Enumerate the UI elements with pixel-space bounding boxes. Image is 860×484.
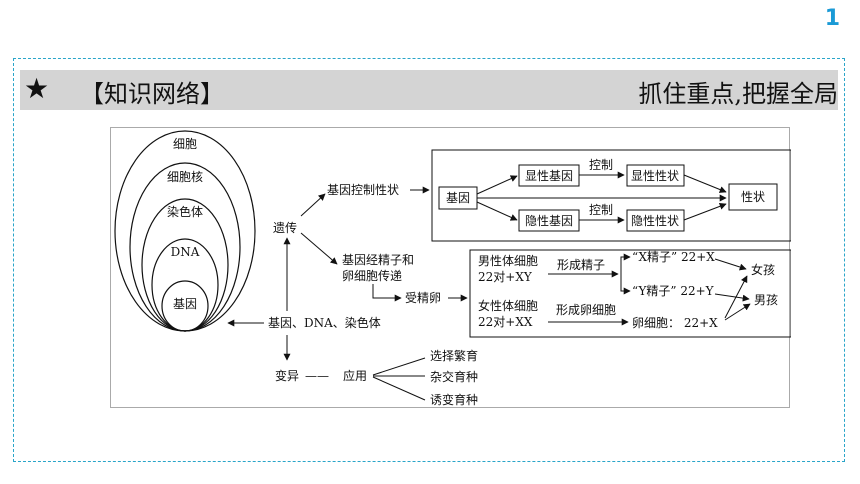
male-cell-label: 男性体细胞 [478,254,538,268]
breed-label-1: 选择繁育 [430,348,478,363]
y-sperm-label: “Y精子” 22+Y [632,284,715,298]
egg-label: 卵细胞： 22+X [632,316,718,330]
knowledge-diagram: 细胞 细胞核 染色体 DNA 基因 基因、DNA、染色体 遗传 基因控制性状 基… [110,127,792,408]
arrow-dominant-final [683,174,727,193]
control-label-2: 控制 [589,203,613,217]
recessive-trait-label: 隐性性状 [631,214,679,228]
girl-label: 女孩 [751,262,775,277]
control-label-1: 控制 [589,158,613,172]
content-frame [13,58,845,462]
female-cell-label: 女性体细胞 [478,298,538,313]
arrow-gene-dominant [476,175,518,195]
form-sperm-label: 形成精子 [557,258,605,272]
trait-label: 性状 [741,190,765,204]
transfer-label-1: 基因经精子和 [342,253,414,267]
sperm-bracket [620,256,627,292]
arrow-x-girl [714,258,747,271]
page-number: 1 [824,6,840,31]
oval-gene [161,280,209,332]
fertilized-label: 受精卵 [405,291,441,305]
recessive-gene-label: 隐性基因 [525,214,573,228]
x-sperm-label: “X精子” 22+X [632,250,715,264]
variation-label: 变异 [275,368,299,383]
section-banner: ★ 【知识网络】 抓住重点,把握全局 [20,70,838,110]
arrow-gene-recessive [476,201,518,221]
application-label: 应用 [343,368,367,383]
oval-label-chromosome: 染色体 [167,204,203,219]
transfer-label-2: 卵细胞传递 [342,268,402,283]
banner-slogan: 抓住重点,把握全局 [638,80,838,108]
male-chrom-label: 22对+XY [478,270,533,284]
dominant-trait-label: 显性性状 [631,169,679,183]
oval-label-cell: 细胞 [173,137,197,151]
banner-title: 【知识网络】 [80,80,224,108]
arrow-breed-1 [372,357,426,376]
oval-label-gene: 基因 [173,297,197,311]
arrow-egg-boy [724,303,751,321]
arrow-egg-girl [724,275,748,319]
boy-label: 男孩 [754,293,778,307]
trait-box [728,183,778,211]
arrow-breed-3 [372,376,426,401]
arrow-heredity-transfer [300,232,338,265]
center-label: 基因、DNA、染色体 [268,315,381,330]
arrow-to-fertilized [372,284,402,302]
arrow-heredity-control [300,193,326,217]
form-egg-label: 形成卵细胞 [556,303,616,317]
recessive-trait-box [626,209,685,232]
variation-dash: —— [305,369,329,383]
star-icon: ★ [24,72,50,105]
oval-label-nucleus: 细胞核 [167,170,203,184]
breed-label-3: 诱变育种 [430,392,478,407]
arrow-y-boy [714,293,750,302]
heredity-label: 遗传 [273,220,297,235]
female-chrom-label: 22对+XX [478,315,533,329]
breed-label-2: 杂交育种 [430,369,478,384]
control-label: 基因控制性状 [327,183,399,197]
gene-box-label: 基因 [446,191,470,205]
arrow-recessive-final [683,202,727,221]
dominant-gene-label: 显性基因 [525,169,573,183]
oval-label-dna: DNA [171,245,200,259]
diagram-svg: 细胞 细胞核 染色体 DNA 基因 基因、DNA、染色体 遗传 基因控制性状 基… [114,130,792,407]
